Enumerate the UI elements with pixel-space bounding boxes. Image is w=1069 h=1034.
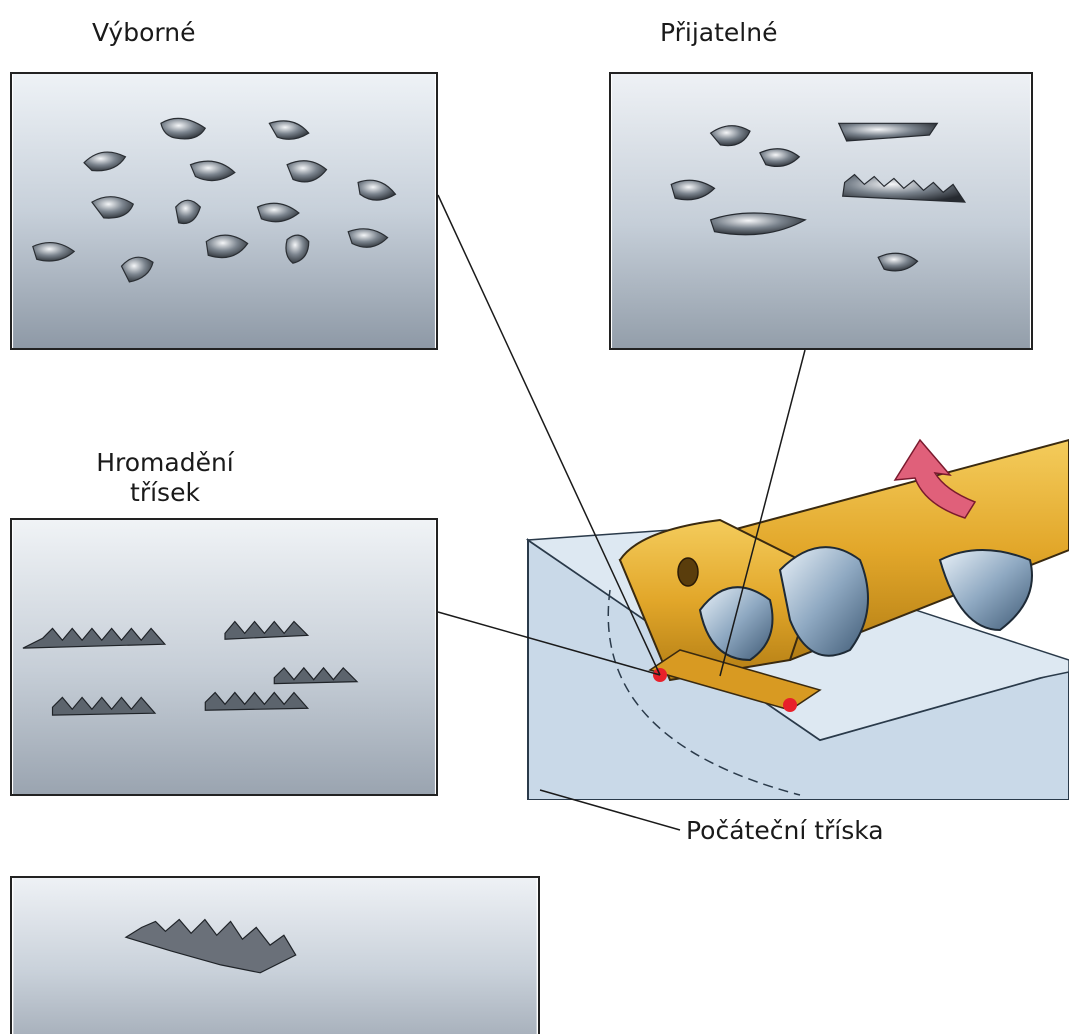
label-chip-accumulation: Hromadění třísek xyxy=(80,448,250,508)
photo-acceptable xyxy=(609,72,1033,350)
photo-acceptable-image xyxy=(611,74,1031,348)
contact-point-left xyxy=(653,668,667,682)
flute-chip-3 xyxy=(940,550,1032,630)
contact-point-right xyxy=(783,698,797,712)
photo-excellent xyxy=(10,72,438,350)
drill-illustration xyxy=(520,410,1069,800)
photo-chip-accumulation xyxy=(10,518,438,796)
label-chip-accumulation-line1: Hromadění xyxy=(80,448,250,478)
photo-excellent-image xyxy=(12,74,436,348)
label-chip-accumulation-line2: třísek xyxy=(80,478,250,508)
photo-initial-chip xyxy=(10,876,540,1034)
coolant-hole xyxy=(678,558,698,586)
photo-chip-accumulation-image xyxy=(12,520,436,794)
label-acceptable: Přijatelné xyxy=(660,18,777,48)
photo-initial-chip-image xyxy=(12,878,538,1034)
label-excellent: Výborné xyxy=(92,18,195,48)
label-initial-chip: Počáteční tříska xyxy=(686,816,884,846)
